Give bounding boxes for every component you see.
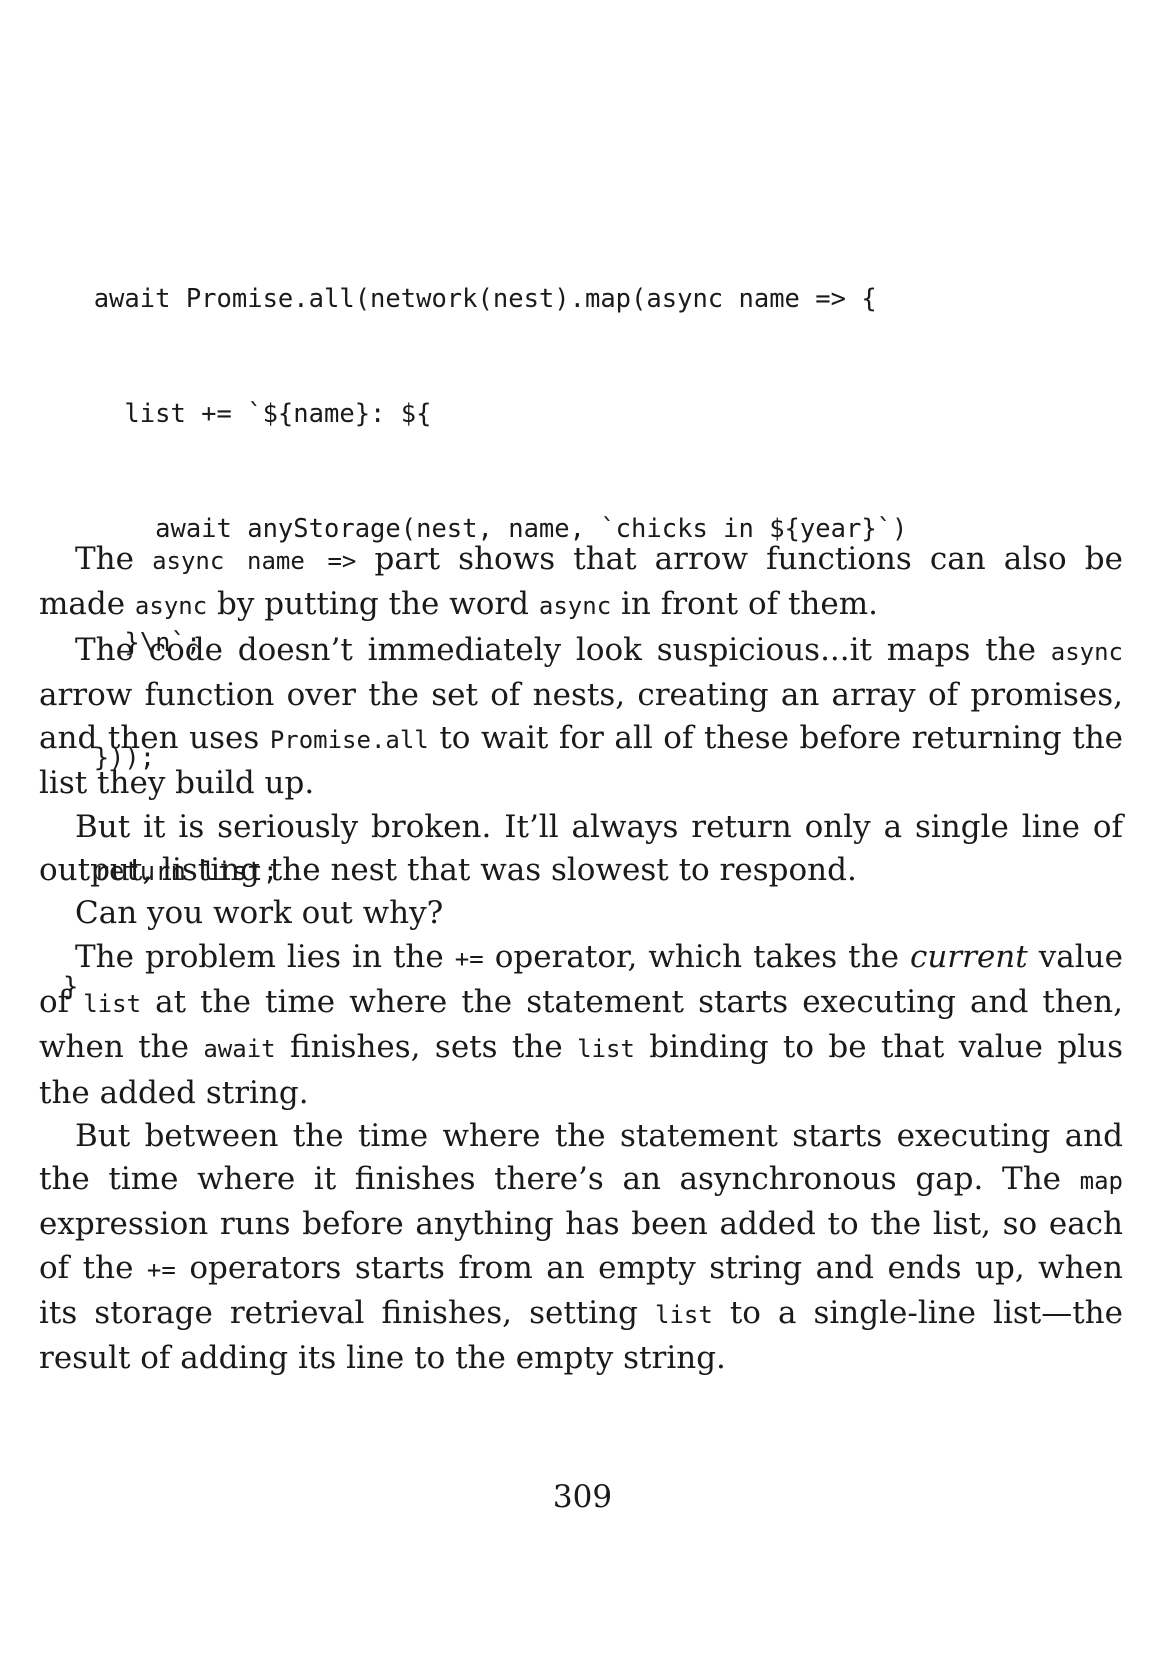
text-run: opera­tors starts from an empty string a…: [39, 1249, 1123, 1332]
paragraph-code-explanation: The code doesn’t immediately look suspic…: [39, 629, 1123, 806]
inline-code: await: [203, 1035, 276, 1064]
body-text: The async name => part shows that arrow …: [39, 538, 1123, 1381]
code-line: }: [63, 972, 79, 1003]
inline-code: async: [134, 592, 208, 621]
code-line: }\n`;: [63, 628, 202, 659]
text-run: to a single-line list—the result of addi…: [39, 1295, 1123, 1377]
text-run: Can you work out why?: [75, 895, 444, 932]
paragraph-async-gap: But between the time where the statement…: [39, 1115, 1123, 1381]
page-number: 309: [552, 1479, 613, 1515]
text-run: value of: [39, 938, 1123, 1020]
code-listing: await Promise.all(network(nest).map(asyn…: [63, 204, 1113, 1083]
inline-code: async: [538, 592, 612, 621]
text-run: part shows that arrow functions can also…: [39, 541, 1123, 623]
text-run: But between the time where the statement…: [39, 1117, 1123, 1198]
inline-code: async: [1050, 637, 1123, 666]
inline-code: list: [577, 1035, 635, 1064]
text-run: The problem lies in the: [75, 938, 455, 975]
inline-code: list: [83, 989, 142, 1018]
text-run: at the time where the statement starts e…: [39, 983, 1123, 1066]
code-line: }));: [63, 742, 156, 773]
emphasis: current: [909, 938, 1028, 975]
text-run: expression runs before anything has been…: [39, 1206, 1123, 1286]
paragraph-problem: The problem lies in the += operator, whi…: [39, 936, 1123, 1115]
text-run: arrow function over the set of nests, cr…: [39, 676, 1123, 757]
text-run: by putting the word: [207, 586, 539, 623]
text-run: The code doesn’t immediately look suspic…: [75, 631, 1051, 668]
text-run: binding to be that value plus the added …: [39, 1029, 1123, 1111]
inline-code: map: [1079, 1167, 1123, 1196]
code-line: return list;: [63, 857, 278, 888]
text-run: operator, which takes the: [483, 938, 910, 975]
paragraph-broken: But it is seriously broken. It’ll always…: [39, 806, 1123, 893]
inline-code: async name =>: [152, 547, 357, 575]
inline-code: +=: [146, 1255, 176, 1284]
text-run: to wait for all of these before returnin…: [39, 720, 1124, 802]
inline-code: list: [655, 1301, 713, 1330]
code-line: await anyStorage(nest, name, `chicks in …: [63, 513, 908, 544]
paragraph-async-arrow: The async name => part shows that arrow …: [39, 538, 1123, 629]
inline-code: Promise.all: [269, 726, 429, 755]
code-line: await Promise.all(network(nest).map(asyn…: [63, 284, 877, 315]
text-run: in front of them.: [611, 586, 878, 623]
text-run: finishes, sets the: [275, 1029, 578, 1066]
code-line: list += `${name}: ${: [63, 399, 432, 430]
text-run: But it is seriously broken. It’ll always…: [39, 808, 1123, 889]
text-run: The: [75, 541, 153, 577]
inline-code: +=: [454, 944, 484, 973]
paragraph-question: Can you work out why?: [39, 892, 1123, 935]
